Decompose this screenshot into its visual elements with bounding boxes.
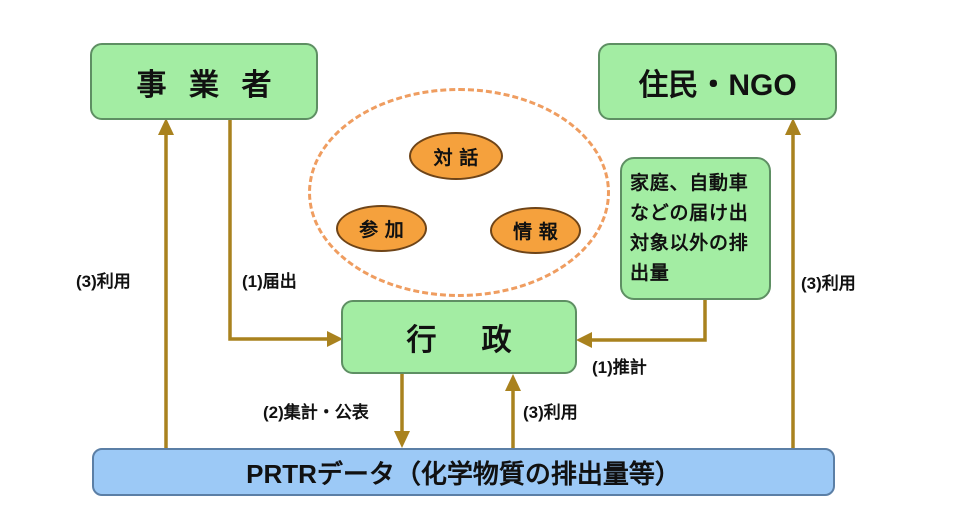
node-prtr-data-label: PRTRデータ（化学物質の排出量等）	[246, 458, 681, 489]
concept-dialogue: 対話	[409, 132, 503, 180]
node-business-label: 事業者	[136, 68, 294, 102]
arrow-notify-line	[228, 120, 329, 341]
concept-information-label: 情報	[513, 222, 565, 243]
concept-participation: 参加	[336, 205, 427, 252]
household-line-2: などの届け出	[630, 202, 749, 224]
arrowhead-aggregate	[394, 431, 410, 448]
arrowhead-estimate	[576, 332, 592, 348]
node-prtr-data: PRTRデータ（化学物質の排出量等）	[92, 448, 835, 496]
flow-label-aggregate-publish: (2)集計・公表	[263, 403, 369, 422]
node-government: 行政	[341, 300, 577, 374]
flow-label-use-left: (3)利用	[76, 272, 131, 291]
arrowhead-use-left	[158, 118, 174, 135]
node-government-label: 行政	[406, 324, 557, 357]
node-household-emissions: 家庭、自動車 などの届け出 対象以外の排 出量	[620, 157, 771, 300]
arrowhead-use-right	[785, 118, 801, 135]
household-line-4: 出量	[630, 262, 670, 284]
arrow-estimate-line	[590, 300, 707, 342]
arrowhead-use-middle	[505, 374, 521, 391]
node-residents-ngo: 住民・NGO	[598, 43, 837, 120]
concept-participation-label: 参加	[359, 220, 411, 241]
arrowhead-notify	[327, 331, 343, 347]
concept-information: 情報	[490, 207, 581, 254]
flow-label-notify: (1)届出	[242, 272, 297, 291]
flow-label-estimate: (1)推計	[592, 358, 647, 377]
concept-dialogue-label: 対話	[433, 147, 485, 169]
node-business: 事業者	[90, 43, 318, 120]
household-line-1: 家庭、自動車	[630, 172, 749, 194]
household-line-3: 対象以外の排	[630, 232, 749, 254]
node-residents-ngo-label: 住民・NGO	[638, 68, 797, 102]
engagement-cycle-ellipse	[308, 88, 610, 297]
flow-label-use-right: (3)利用	[801, 274, 856, 293]
flow-label-use-middle: (3)利用	[523, 403, 578, 422]
